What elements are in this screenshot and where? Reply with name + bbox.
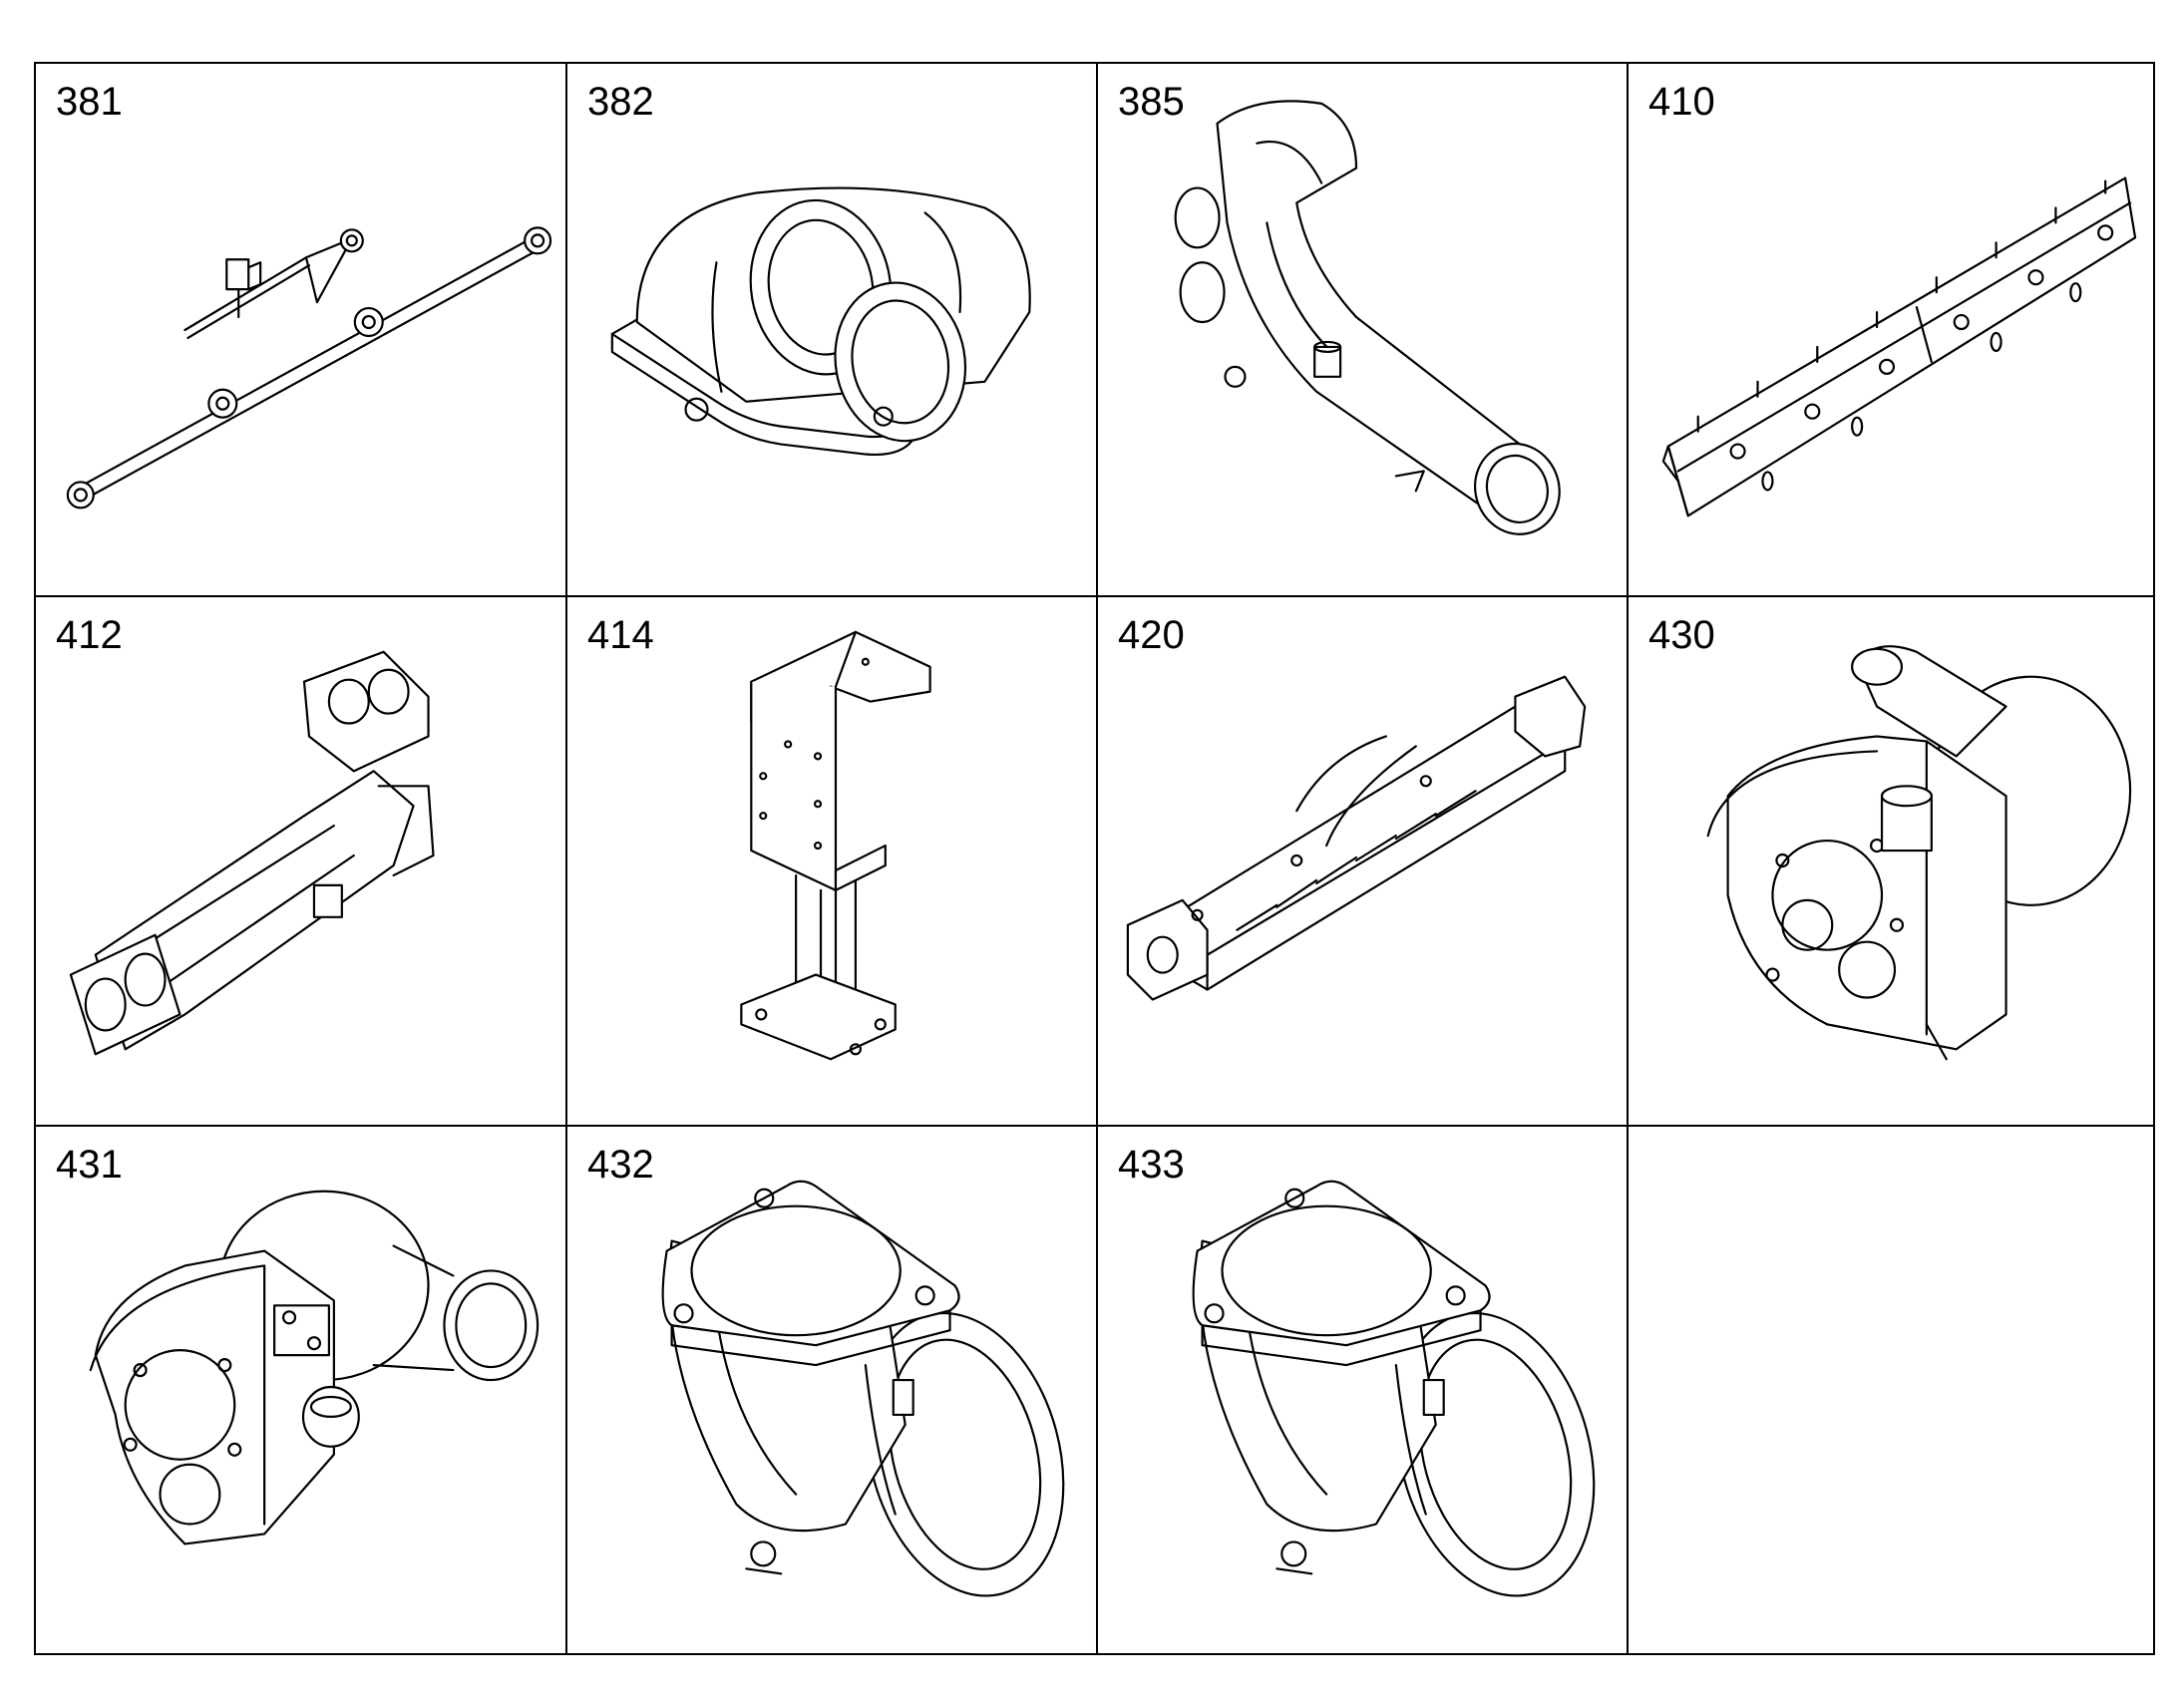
part-cell-382[interactable]: 382 xyxy=(565,62,1096,595)
heat-shield-rail-icon xyxy=(1661,176,2137,517)
elbow-flange-icon xyxy=(1192,1180,1596,1597)
part-number-label: 410 xyxy=(1648,80,1715,124)
part-number-label: 420 xyxy=(1118,613,1185,657)
part-cell-412[interactable]: 412 xyxy=(34,595,565,1125)
cooler-assembly-icon xyxy=(1126,675,1587,1001)
turbocharger-icon xyxy=(1706,645,2132,1061)
elbow-flange-icon xyxy=(661,1180,1065,1597)
part-cell-410[interactable]: 410 xyxy=(1627,62,2155,595)
part-cell-433[interactable]: 433 xyxy=(1096,1125,1627,1655)
bracket-icon xyxy=(740,630,931,1061)
part-cell-385[interactable]: 385 xyxy=(1096,62,1627,595)
bent-pipe-icon xyxy=(1174,100,1561,535)
turbocharger-icon xyxy=(89,1190,540,1545)
part-cell-430[interactable]: 430 xyxy=(1627,595,2155,1125)
part-number-label: 381 xyxy=(56,80,123,124)
part-cell-414[interactable]: 414 xyxy=(565,595,1096,1125)
part-number-label: 433 xyxy=(1118,1143,1185,1187)
part-number-label: 412 xyxy=(56,613,123,657)
part-cell-432[interactable]: 432 xyxy=(565,1125,1096,1655)
parts-diagram-grid: 381 382 xyxy=(34,62,2155,1655)
empty-cell xyxy=(1627,1125,2155,1655)
part-number-label: 382 xyxy=(587,80,654,124)
part-number-label: 432 xyxy=(587,1143,654,1187)
part-cell-381[interactable]: 381 xyxy=(34,62,565,595)
part-number-label: 430 xyxy=(1648,613,1715,657)
part-number-label: 431 xyxy=(56,1143,123,1187)
part-cell-431[interactable]: 431 xyxy=(34,1125,565,1655)
twin-outlet-manifold-icon xyxy=(610,186,1031,457)
exhaust-manifold-icon xyxy=(69,650,435,1056)
rod-linkage-icon xyxy=(66,226,552,510)
part-number-label: 385 xyxy=(1118,80,1185,124)
part-cell-420[interactable]: 420 xyxy=(1096,595,1627,1125)
part-number-label: 414 xyxy=(587,613,654,657)
